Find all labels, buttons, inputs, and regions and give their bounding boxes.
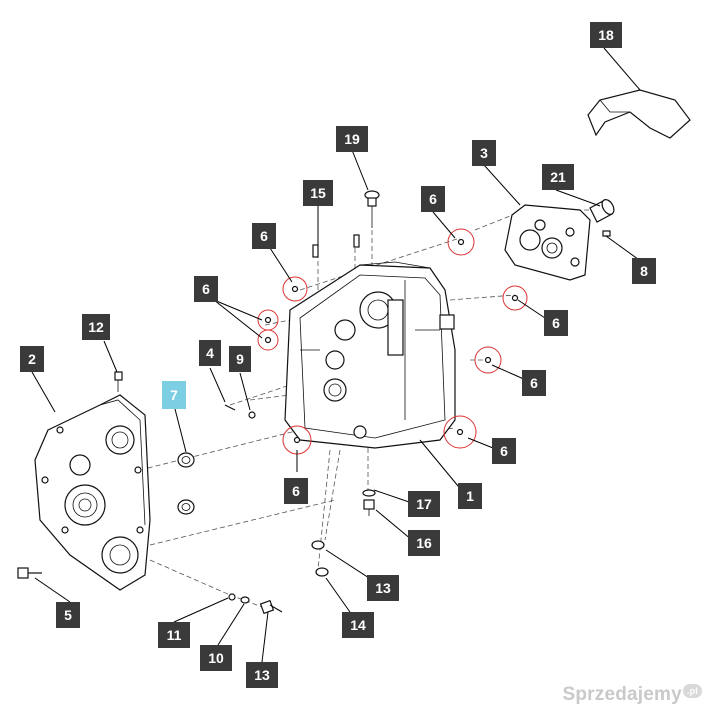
callout-11-label: 11 <box>167 627 182 643</box>
callout-21-label: 21 <box>550 169 566 185</box>
callout-6-label: 6 <box>500 443 508 459</box>
callout-8-label: 8 <box>640 263 648 279</box>
callout-19-label: 18 <box>598 27 614 43</box>
callout-21: 21 <box>542 164 574 190</box>
drain-plug-part <box>311 489 376 577</box>
watermark-badge: .pl <box>682 684 702 698</box>
screw-12-part <box>114 371 123 392</box>
callout-6-right-low: 6 <box>492 438 516 464</box>
callout-17-label: 13 <box>375 580 391 596</box>
callout-7-label: 7 <box>170 387 178 403</box>
callout-6-label: 6 <box>260 228 268 244</box>
watermark-text: Sprzedajemy <box>562 684 682 705</box>
callout-4: 4 <box>199 340 221 366</box>
callout-14: 16 <box>408 530 440 556</box>
fasteners-lower-part <box>228 593 283 615</box>
callout-3: 3 <box>472 140 496 166</box>
callout-10: 10 <box>200 645 232 671</box>
callout-6-right-top: 6 <box>544 310 568 336</box>
callout-2: 2 <box>20 346 44 372</box>
callout-4-label: 4 <box>206 345 214 361</box>
callout-13-label: 13 <box>254 667 270 683</box>
callout-19: 18 <box>590 22 622 48</box>
callout-1-label: 1 <box>466 488 474 504</box>
callout-6-label: 6 <box>202 281 210 297</box>
callout-12: 12 <box>82 314 110 340</box>
callout-2-label: 2 <box>28 351 36 367</box>
screw-8-part <box>602 230 611 237</box>
front-cover-part <box>34 394 151 591</box>
callout-18-label: 14 <box>350 617 366 633</box>
guard-19-part <box>587 89 691 139</box>
callout-12-label: 12 <box>88 319 104 335</box>
main-housing-part <box>284 261 456 449</box>
callout-9: 9 <box>229 346 251 372</box>
callout-14-label: 16 <box>416 535 432 551</box>
callout-6-label: 6 <box>292 483 300 499</box>
callout-20-label: 19 <box>344 131 360 147</box>
callout-7: 7 <box>162 381 186 409</box>
callout-20: 19 <box>336 126 368 152</box>
dowels-16-part <box>312 234 360 258</box>
sleeve-21-part <box>589 199 615 223</box>
callout-16: 15 <box>303 180 333 206</box>
callout-5: 5 <box>56 602 80 628</box>
callout-6-bottom-left: 6 <box>284 478 308 504</box>
plug-20-part <box>364 190 380 228</box>
seal-rings-part <box>177 452 195 515</box>
callout-6-label: 6 <box>530 375 538 391</box>
callout-1: 1 <box>458 483 482 509</box>
callout-9-label: 9 <box>236 351 244 367</box>
callout-15-label: 17 <box>416 496 432 512</box>
callout-10-label: 10 <box>208 650 224 666</box>
callout-11: 11 <box>158 622 190 648</box>
callout-6-upper-left: 6 <box>252 223 276 249</box>
callout-6-right-mid: 6 <box>522 370 546 396</box>
callout-6-upper-mid: 6 <box>421 186 445 212</box>
callout-15: 17 <box>408 491 440 517</box>
callout-6-left-pair: 6 <box>194 276 218 302</box>
callout-3-label: 3 <box>480 145 488 161</box>
callout-5-label: 5 <box>64 607 72 623</box>
callout-6-label: 6 <box>552 315 560 331</box>
callout-6-label: 6 <box>429 191 437 207</box>
bolt-5-part <box>17 567 42 579</box>
pin-part <box>224 404 256 419</box>
callout-18: 14 <box>342 612 374 638</box>
callout-13: 13 <box>246 662 278 688</box>
watermark-logo: Sprzedajemy.pl <box>562 684 702 706</box>
callout-17: 13 <box>367 575 399 601</box>
callout-8: 8 <box>632 258 656 284</box>
dowel-marker-rings <box>257 228 528 455</box>
rear-plate-part <box>504 204 591 281</box>
callout-16-label: 15 <box>310 185 326 201</box>
